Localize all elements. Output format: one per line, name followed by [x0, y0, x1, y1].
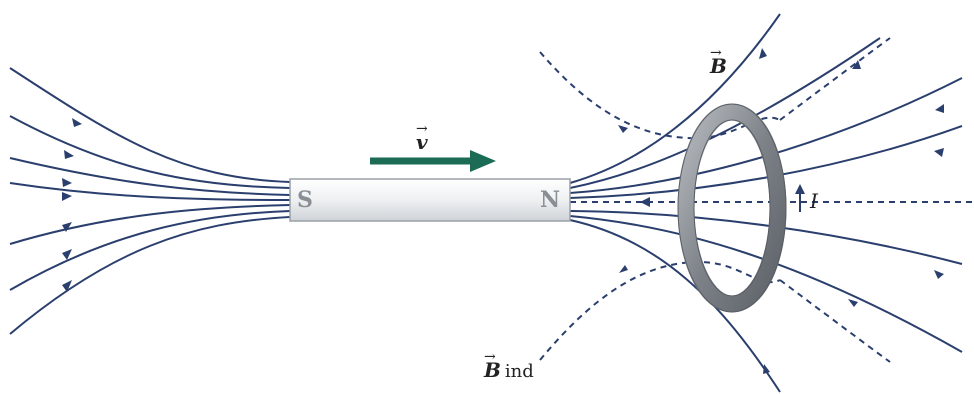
field-arrow: [759, 48, 767, 59]
right-field-arrows: [759, 48, 944, 374]
field-line: [9, 204, 291, 245]
left-field-lines: [9, 67, 291, 335]
induced-line: [779, 37, 891, 121]
vector-arrow-icon: →: [710, 45, 722, 61]
field-arrow: [935, 104, 944, 113]
vector-arrow-icon: →: [484, 349, 496, 365]
field-arrow: [62, 280, 72, 292]
current-arrow: [795, 184, 805, 212]
induced-field-arrows: [618, 125, 650, 273]
induced-line: [539, 260, 781, 361]
induced-line: [779, 279, 891, 363]
field-arrow: [934, 270, 944, 279]
current-label: I: [810, 189, 818, 213]
field-arrow: [62, 249, 72, 260]
velocity-label: → v: [416, 121, 428, 154]
field-arrow: [934, 148, 944, 157]
conducting-ring: [677, 103, 787, 313]
induced-arrow: [640, 197, 650, 207]
south-pole-label: S: [297, 187, 313, 213]
field-arrow: [848, 299, 858, 307]
north-pole-label: N: [540, 187, 561, 213]
field-line: [9, 210, 291, 291]
field-line: [569, 77, 963, 194]
left-field-arrows: [62, 118, 82, 292]
vector-arrow-icon: →: [416, 121, 428, 137]
field-line: [9, 115, 291, 189]
field-line: [9, 67, 291, 183]
field-line: [569, 215, 963, 353]
velocity-arrow: [370, 150, 496, 172]
bar-magnet: [289, 178, 571, 222]
induced-field-lines: [539, 37, 974, 363]
field-line: [9, 216, 291, 335]
field-arrow: [62, 178, 72, 187]
field-label: → B: [710, 45, 727, 78]
field-arrow: [852, 60, 861, 69]
field-line: [9, 157, 291, 196]
field-arrow: [72, 118, 82, 127]
field-arrow: [62, 192, 72, 201]
induced-line: [539, 51, 781, 140]
induced-arrow: [619, 265, 628, 273]
field-arrow: [763, 364, 770, 374]
field-line: [569, 13, 781, 184]
induced-arrow: [618, 125, 628, 133]
field-line: [9, 182, 291, 201]
field-arrow: [64, 150, 74, 159]
field-arrow: [62, 222, 72, 232]
field-line: [569, 219, 781, 393]
